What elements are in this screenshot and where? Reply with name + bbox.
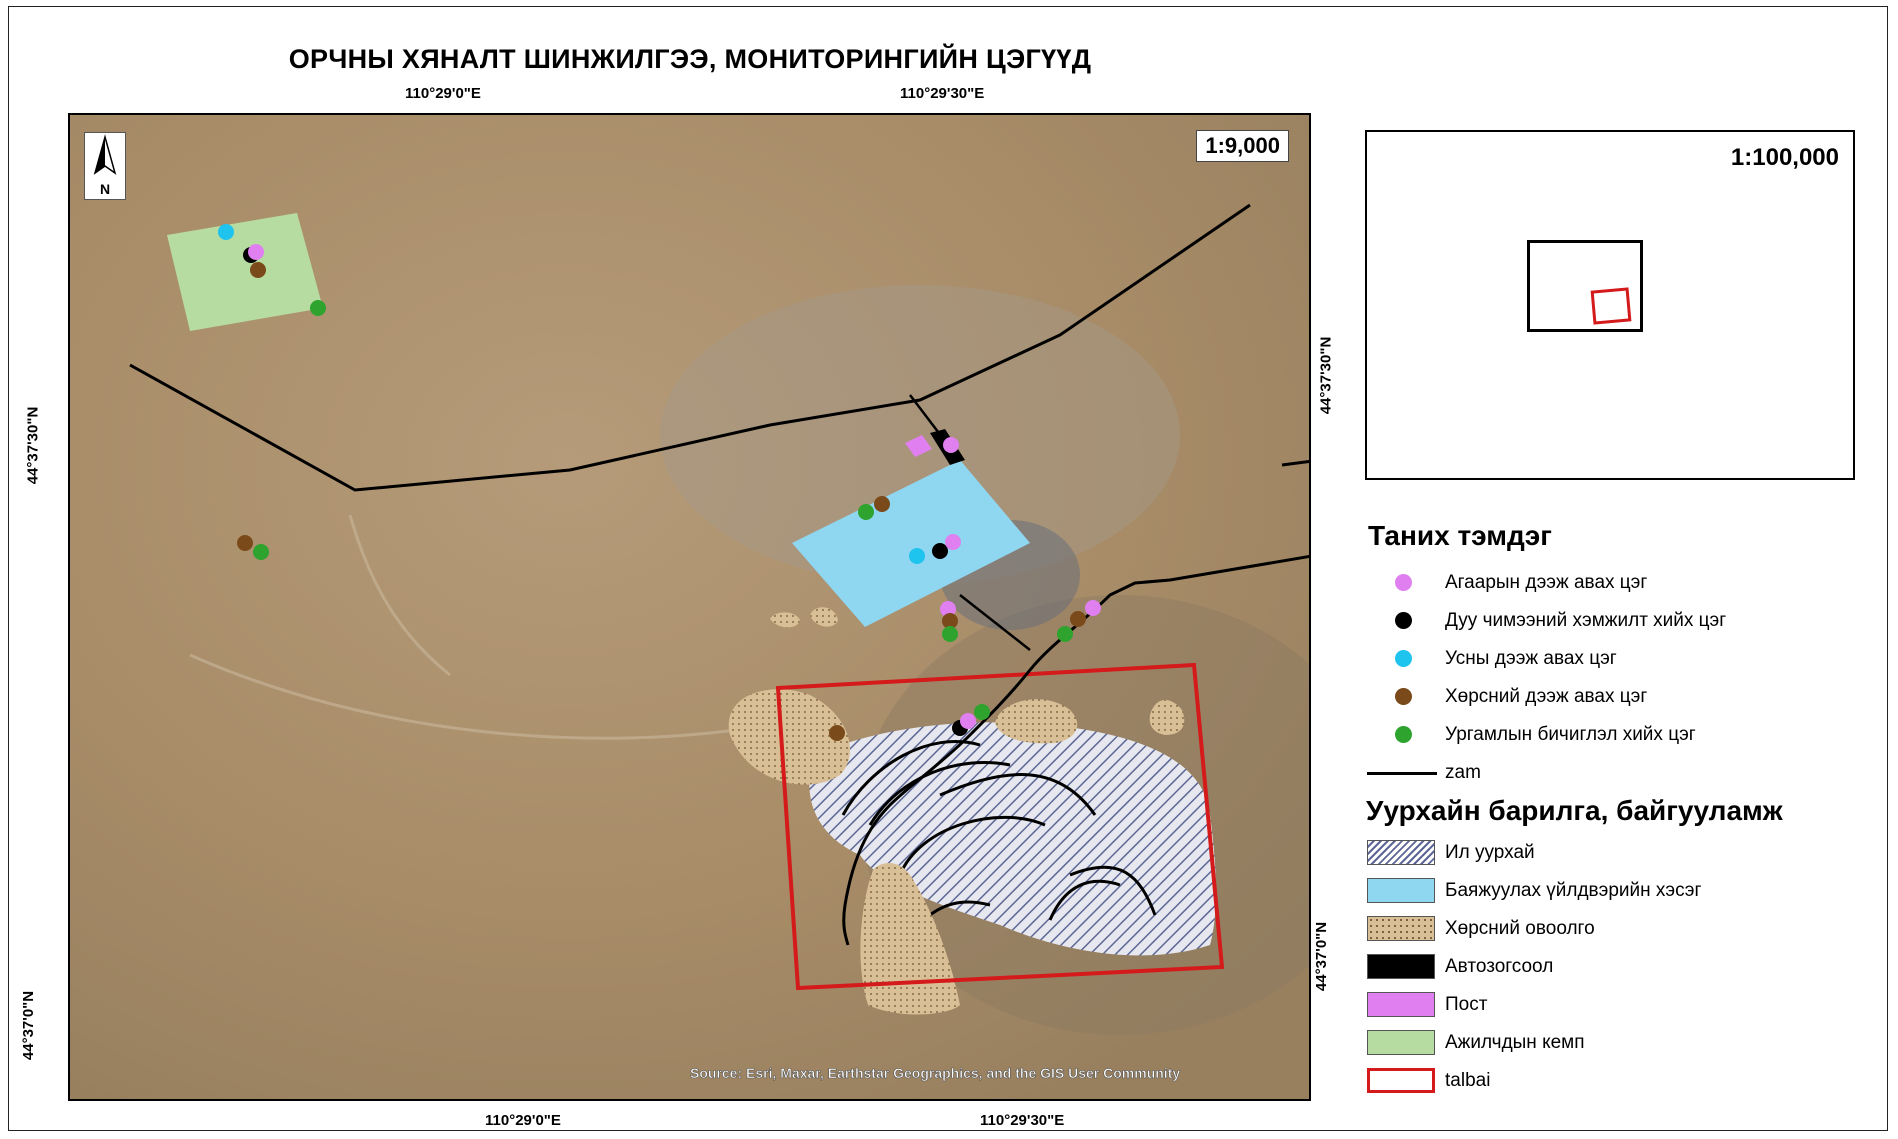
legend-label: zam [1445,762,1481,783]
soil-sample-point[interactable] [250,262,266,278]
pit-road [1069,865,1157,916]
legend-label: Агаарын дээж авах цэг [1445,572,1648,593]
pit-road [1048,879,1121,921]
map-title: ОРЧНЫ ХЯНАЛТ ШИНЖИЛГЭЭ, МОНИТОРИНГИЙН ЦЭ… [288,44,1092,74]
legend-swatch [1367,840,1435,865]
coord-top-left: 110°29'0"E [405,85,481,102]
vegetation-point[interactable] [253,544,269,560]
legend-label: Ил уурхай [1445,842,1535,863]
legend-swatch [1367,878,1435,903]
legend-label: Хөрсний овоолго [1445,918,1595,939]
inset-extent [1527,240,1643,332]
vegetation-point[interactable] [974,704,990,720]
pit-road [929,900,991,917]
legend-label: Баяжуулах үйлдвэрийн хэсэг [1445,880,1702,901]
legend-dot [1395,612,1412,629]
coord-left-upper: 44°37'30"N [24,406,42,485]
water-sample-point[interactable] [218,224,234,240]
soil-sample-point[interactable] [942,613,958,629]
road[interactable] [909,394,949,446]
legend-label: Ургамлын бичиглэл хийх цэг [1445,724,1696,745]
air-sample-point[interactable] [945,534,961,550]
vegetation-point[interactable] [858,504,874,520]
inset-map[interactable]: 1:100,000 [1365,130,1855,480]
legend-dot [1395,650,1412,667]
legend-swatch [1367,916,1435,941]
vegetation-point[interactable] [310,300,326,316]
legend-label: Ажилчдын кемп [1445,1032,1585,1053]
legend-dot [1395,688,1412,705]
soil-stockpile[interactable] [810,607,838,627]
legend-title: Таних тэмдэг [1368,520,1552,551]
main-map[interactable]: 1:9,000 N Source: Esri, Maxar, Earthstar… [68,113,1311,1101]
source-credit: Source: Esri, Maxar, Earthstar Geographi… [690,1065,1181,1082]
soil-stockpile[interactable] [860,863,960,1015]
legend-label: Автозогсоол [1445,956,1554,977]
vegetation-point[interactable] [942,626,958,642]
worker-camp[interactable] [167,213,323,331]
legend-dot [1395,574,1412,591]
vegetation-point[interactable] [1057,626,1073,642]
soil-sample-point[interactable] [1070,611,1086,627]
coord-top-right: 110°29'30"E [900,85,985,102]
soil-stockpile[interactable] [728,689,850,785]
infra-title: Уурхайн барилга, байгууламж [1366,795,1783,826]
map-scale: 1:9,000 [1196,130,1289,162]
open-pit[interactable] [809,722,1216,956]
terrain-track [348,514,451,677]
air-sample-point[interactable] [943,437,959,453]
terrain-valley [660,285,1180,585]
pit-road [939,773,1097,816]
coord-right-upper: 44°37'30"N [1317,336,1335,415]
air-sample-point[interactable] [248,244,264,260]
air-sample-point[interactable] [960,713,976,729]
map-canvas [70,115,1311,1099]
coord-bottom-right: 110°29'30"E [980,1112,1065,1129]
legend-road-line [1367,772,1437,775]
coord-left-lower: 44°37'0"N [20,990,38,1061]
page-frame [8,6,1888,1131]
road[interactable] [1281,460,1311,467]
legend-label: Дуу чимээний хэмжилт хийх цэг [1445,610,1727,631]
legend-label: Хөрсний дээж авах цэг [1445,686,1648,707]
legend-swatch [1367,1030,1435,1055]
road[interactable] [959,594,1031,651]
north-arrow-icon [93,134,117,175]
air-sample-point[interactable] [1085,600,1101,616]
air-sample-point[interactable] [940,601,956,617]
legend-swatch [1367,992,1435,1017]
pit-road [898,815,1046,876]
inset-scale: 1:100,000 [1730,144,1839,171]
legend-swatch [1367,1068,1435,1093]
pit-road [868,761,1011,826]
legend-label: Усны дээж авах цэг [1445,648,1617,669]
processing-plant[interactable] [792,460,1030,627]
water-sample-point[interactable] [909,548,925,564]
road[interactable] [842,554,1311,946]
north-arrow: N [84,132,126,200]
north-label: N [99,181,111,197]
area-boundary[interactable] [775,662,1225,991]
inset-area [1590,287,1632,325]
soil-stockpile[interactable] [770,612,800,628]
legend-label: Пост [1445,994,1488,1015]
soil-stockpile[interactable] [995,699,1078,744]
soil-sample-point[interactable] [237,535,253,551]
legend-swatch [1367,954,1435,979]
coord-bottom-left: 110°29'0"E [485,1112,561,1129]
terrain-track [189,653,771,740]
legend-dot [1395,726,1412,743]
soil-sample-point[interactable] [874,496,890,512]
soil-sample-point[interactable] [829,725,845,741]
road[interactable] [129,203,1251,492]
legend-label: talbai [1445,1070,1491,1091]
coord-right-lower: 44°37'0"N [1313,921,1331,992]
noise-measurement-point[interactable] [932,543,948,559]
post[interactable] [905,435,932,457]
soil-stockpile[interactable] [1149,699,1185,735]
